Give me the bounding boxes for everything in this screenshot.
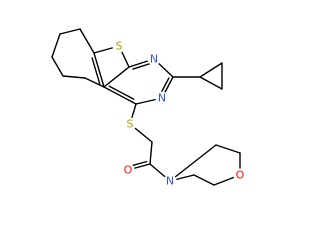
atom-label-N3: N: [166, 175, 174, 188]
single-bond-c7b-c4b: [103, 66, 130, 88]
bond-layer: [51, 28, 241, 186]
double-bond-c2-N2: [159, 77, 170, 95]
atom-label-O2: O: [236, 169, 245, 182]
double-bond-c4-c4b: [108, 85, 135, 100]
atom-label-S2: S: [127, 118, 134, 131]
double-bond-c7b-N1: [132, 62, 153, 70]
atom-background-N2: [155, 91, 169, 105]
single-bond-a2-a3: [51, 33, 61, 58]
atom-label-O1: O: [124, 164, 133, 177]
single-bond-m3-m4: [215, 144, 241, 154]
atom-label-S1: S: [116, 40, 123, 53]
double-bond-c7a-c4b: [91, 57, 101, 85]
atom-background-O2: [233, 168, 247, 182]
single-bond-cp3-cp1: [199, 76, 223, 90]
atom-background-N1: [147, 52, 161, 66]
atom-label-N2: N: [158, 92, 166, 105]
single-bond-a5-c4b: [84, 77, 105, 88]
atom-background-S1: [112, 39, 126, 53]
single-bond-a4-a5: [62, 75, 86, 79]
atom-label-N1: N: [150, 53, 158, 66]
single-bond-a3-a4: [51, 56, 64, 77]
atom-background-S2: [123, 117, 137, 131]
single-bond-ch2-c1: [149, 141, 153, 165]
double-bond-c4-c4b: [103, 86, 137, 105]
single-bond-m4-N3: [169, 144, 217, 182]
single-bond-a1-a2: [59, 28, 81, 35]
atom-background-N3: [163, 174, 177, 188]
atom-background-O1: [121, 163, 135, 177]
double-bond-c7a-c4b: [93, 52, 105, 88]
atom-label-layer: S N N S O N O: [112, 39, 247, 188]
single-bond-cp1-cp2: [199, 62, 223, 78]
molecule-structure: S N N S O N O: [51, 28, 247, 188]
single-bond-c7a-a1: [79, 28, 95, 54]
single-bond-m1-m2: [193, 174, 215, 186]
